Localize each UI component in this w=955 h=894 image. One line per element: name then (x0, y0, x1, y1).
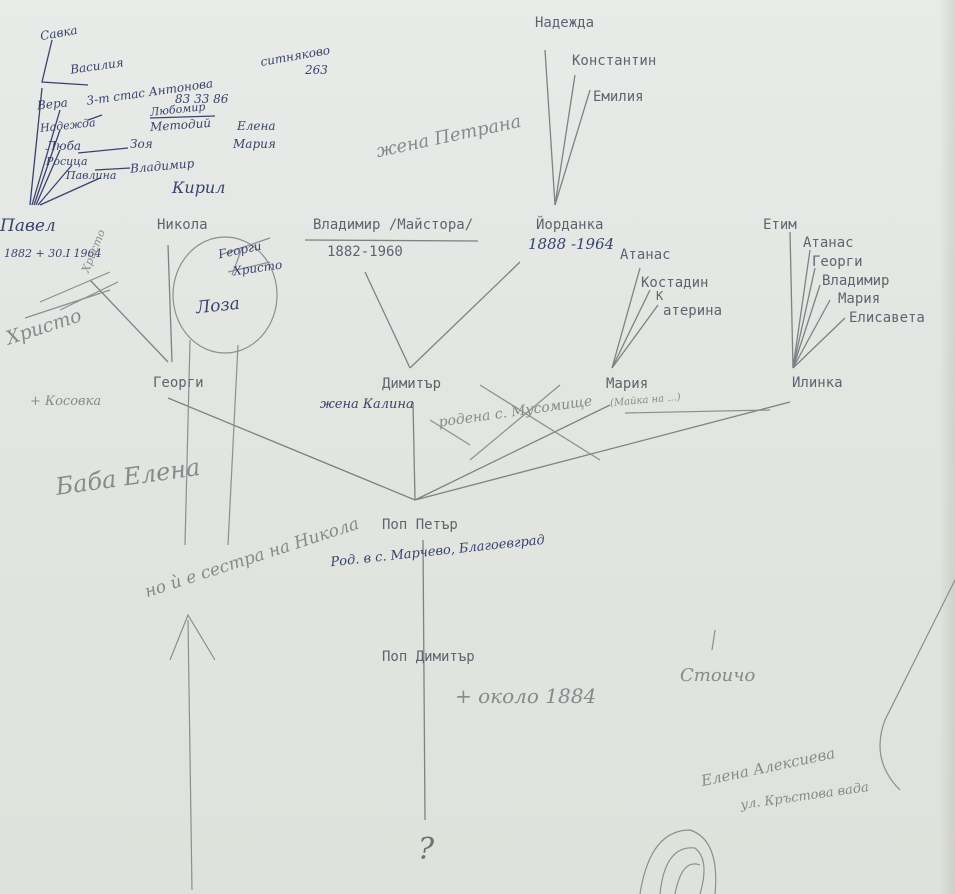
person-vladimir-ilinka-side: Владимир (822, 273, 890, 289)
pencil-line-hristo-h (227, 261, 271, 273)
pencil-arrow-head (169, 613, 216, 661)
hw-line-zoya (77, 147, 129, 154)
hw-line-3 (33, 129, 61, 206)
pencil-line-pavel-3 (24, 289, 111, 319)
person-dimitar: Димитър (382, 376, 442, 392)
person-katerina: атерина (663, 303, 723, 319)
hw-line-savka (41, 39, 89, 86)
line-ilinka-elisaveta (792, 317, 846, 369)
hw-line-2 (31, 109, 61, 206)
line-ilinka-georgi (792, 267, 816, 369)
pencil-cross-2 (469, 384, 561, 461)
hw-zoya: Зоя (130, 137, 153, 151)
person-kostadin: Костадин (641, 275, 709, 291)
person-katerina-initial: К (656, 289, 664, 303)
hw-sitnyakovo-number: 263 (305, 63, 328, 77)
pencil-vertical-2 (227, 344, 239, 546)
pencil-right-curve (879, 579, 955, 791)
hw-lyuba: Люба (46, 139, 82, 153)
line-ilinka-petar (414, 401, 791, 501)
hw-pavel: Павел (0, 216, 56, 236)
person-maria: Мария (606, 376, 649, 392)
hw-line-nadezhda (87, 114, 103, 121)
pencil-line-pavel-2 (59, 281, 119, 311)
hw-zhena-kalina: жена Калина (320, 397, 414, 412)
pencil-loza-circle (172, 236, 278, 354)
line-ilinka-maria (792, 299, 831, 369)
hw-rositsa: Росица (46, 155, 88, 168)
hw-kosovka: + Косовка (30, 394, 102, 409)
pencil-maria-underline (624, 409, 771, 414)
hw-phone: 83 33 86 (175, 92, 229, 106)
person-georgi-ilinka-side: Георги (812, 254, 863, 270)
line-pavel-georgi (89, 279, 169, 363)
person-elisaveta: Елисавета (849, 310, 925, 326)
person-vladimir-maistora: Владимир /Майстора/ (313, 217, 474, 233)
person-atanas-ilinka-side: Атанас (803, 235, 854, 251)
hw-yordanka-years: 1888 -1964 (528, 235, 615, 253)
hw-question-mark: ? (418, 832, 435, 867)
line-ilinka-etim (789, 231, 794, 369)
person-nadezhda: Надежда (535, 15, 595, 31)
hw-vera: Вера (36, 95, 69, 113)
pencil-arrow-shaft (187, 619, 193, 891)
line-petar-dimitar (422, 539, 426, 821)
hw-pavel-dates: 1882 + 30.I 1964 (4, 247, 102, 260)
person-emilia: Емилия (593, 89, 644, 105)
person-nikola: Никола (157, 217, 208, 233)
line-nikola-georgi (167, 244, 173, 363)
paper-edge-shadow (939, 0, 955, 894)
line-emilia (554, 89, 591, 206)
pencil-vertical-1 (184, 339, 191, 546)
underline-vladimir-years (304, 239, 479, 242)
line-nadezhda (544, 49, 556, 206)
hw-line-vladimir (94, 167, 131, 171)
person-atanas-maria-side: Атанас (620, 247, 671, 263)
line-ilinka-vladimir (792, 284, 821, 369)
pencil-line-georgi-h (219, 237, 271, 256)
line-maria-petar (414, 404, 611, 501)
line-maria-atanas (611, 267, 641, 369)
person-maria-ilinka-side: Мария (838, 291, 881, 307)
person-pop-dimitar: Поп Димитър (382, 649, 475, 665)
line-maria-kostadin (611, 289, 651, 369)
line-konstantin (554, 74, 576, 206)
hw-pavlina: Павлина (66, 169, 117, 182)
pencil-bottom-scribble (639, 829, 717, 894)
hw-line-5 (37, 164, 73, 206)
person-ilinka: Илинка (792, 375, 843, 391)
pencil-mark-tick (711, 629, 716, 651)
line-vladimir-dimitar (364, 271, 411, 369)
line-georgi-petar (167, 397, 416, 501)
person-konstantin: Константин (572, 53, 657, 69)
line-yordanka-dimitar (409, 261, 521, 369)
pencil-rodena-underline (429, 419, 471, 446)
hw-line-4 (35, 149, 61, 206)
hw-elena-right: Елена (237, 119, 276, 133)
hw-line-1 (29, 87, 43, 206)
vladimir-years: 1882-1960 (327, 244, 403, 260)
hw-stoyu: Стоичо (680, 665, 756, 686)
hw-line-metodiy (149, 115, 216, 119)
person-georgi: Георги (153, 375, 204, 391)
line-dimitar-petar (412, 401, 416, 501)
pencil-cross-1 (479, 384, 601, 461)
line-ilinka-atanas (792, 249, 811, 369)
pencil-line-pavel-1 (39, 271, 111, 303)
hw-loza: Лоза (195, 293, 241, 319)
hw-kiril: Кирил (172, 178, 226, 197)
person-etim: Етим (763, 217, 797, 233)
person-yordanka: Йорданка (536, 217, 604, 233)
line-maria-katerina (611, 304, 659, 369)
person-pop-petar: Поп Петър (382, 517, 458, 533)
hw-okolo-1884: + около 1884 (455, 684, 597, 708)
hw-line-6 (39, 177, 101, 206)
hw-maria-right: Мария (233, 137, 276, 151)
